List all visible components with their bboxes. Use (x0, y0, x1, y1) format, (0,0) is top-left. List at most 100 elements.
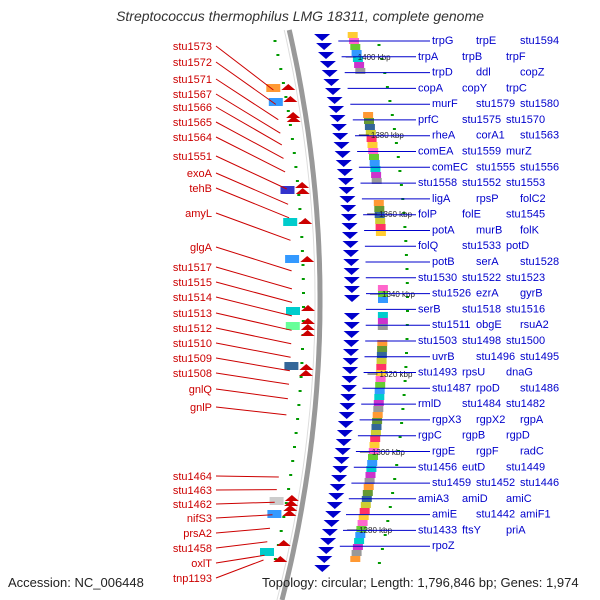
forward-gene-label: trpC (506, 82, 527, 94)
inner-tick-mark (291, 460, 295, 462)
feature-box (267, 510, 282, 518)
forward-gene-label: amiC (506, 493, 532, 505)
reverse-gene-label: gnlP (190, 402, 212, 414)
forward-gene-label: stu1533 (462, 240, 501, 252)
inner-tick-mark (299, 376, 303, 378)
reverse-gene-label: tehB (189, 183, 212, 195)
inner-tick-mark (273, 558, 277, 560)
reverse-leader-line (215, 475, 279, 478)
reverse-gene-label: stu1551 (173, 151, 212, 163)
inner-tick-mark (297, 404, 301, 406)
reverse-leader-line (215, 136, 286, 173)
reverse-gene-label: stu1572 (173, 57, 212, 69)
feature-color-block (370, 166, 381, 172)
reverse-gene-label: exoA (187, 168, 213, 180)
outer-tick-mark (392, 128, 396, 130)
outer-tick-mark (377, 562, 381, 564)
reverse-gene-label: gnlQ (189, 384, 213, 396)
feature-color-block (356, 526, 367, 532)
outer-tick-mark (402, 212, 406, 214)
reverse-gene-arrow (300, 330, 315, 336)
inner-tick-mark (302, 306, 305, 308)
reverse-gene-arrow (295, 188, 310, 194)
reverse-leader-line (215, 554, 265, 564)
forward-gene-arrow (343, 286, 360, 293)
forward-gene-label: folC2 (520, 193, 546, 205)
feature-box (268, 98, 283, 106)
feature-color-block (371, 172, 382, 178)
outer-tick-mark (393, 478, 397, 480)
feature-color-block (375, 218, 386, 224)
outer-tick-mark (385, 86, 389, 88)
feature-color-block (350, 556, 361, 562)
outer-tick-mark (395, 464, 399, 466)
feature-color-block (363, 112, 374, 118)
forward-gene-label: trpA (418, 51, 439, 63)
inner-tick-mark (293, 446, 296, 448)
reverse-gene-label: nifS3 (187, 513, 212, 525)
forward-gene-arrow (332, 466, 349, 473)
reverse-gene-label: tnp1193 (173, 573, 212, 585)
forward-gene-arrow (342, 241, 359, 248)
inner-tick-mark (276, 54, 280, 56)
outer-tick-mark (390, 114, 394, 116)
forward-gene-label: stu1498 (462, 335, 501, 347)
forward-gene-label: stu1442 (476, 509, 515, 521)
forward-gene-arrow (323, 79, 340, 86)
feature-color-block (370, 430, 381, 436)
outer-tick-mark (400, 422, 404, 424)
forward-gene-arrow (342, 232, 358, 239)
feature-box (285, 322, 300, 330)
outer-tick-mark (405, 338, 409, 340)
forward-gene-label: copA (418, 82, 444, 94)
map-title: Streptococcus thermophilus LMG 18311, co… (116, 8, 484, 24)
forward-gene-label: rgpB (462, 430, 485, 442)
feature-color-block (351, 50, 362, 56)
feature-color-block (375, 224, 386, 230)
forward-gene-label: stu1575 (462, 114, 501, 126)
reverse-gene-arrow (300, 256, 315, 262)
reverse-gene-label: stu1565 (173, 117, 212, 129)
forward-gene-arrow (333, 457, 350, 464)
kbp-position-label: 1400 kbp (358, 53, 391, 62)
forward-gene-label: rpoD (476, 382, 500, 394)
reverse-gene-arrow (286, 116, 301, 122)
forward-gene-label: stu1484 (462, 398, 501, 410)
inner-tick-mark (295, 180, 299, 182)
forward-gene-label: eutD (462, 461, 485, 473)
outer-tick-mark (406, 310, 409, 312)
inner-tick-mark (300, 236, 304, 238)
outer-tick-mark (383, 534, 387, 536)
forward-gene-label: stu1553 (506, 177, 545, 189)
forward-gene-label: gyrB (520, 288, 543, 300)
forward-gene-arrow (343, 349, 359, 356)
outer-tick-mark (406, 296, 409, 298)
forward-gene-arrow (336, 430, 353, 437)
reverse-leader-line (215, 406, 287, 416)
forward-gene-arrow (314, 565, 331, 572)
forward-gene-label: stu1495 (520, 351, 559, 363)
inner-tick-mark (292, 152, 296, 154)
feature-color-block (376, 358, 387, 364)
forward-gene-label: copZ (520, 67, 545, 79)
inner-tick-mark (273, 40, 277, 42)
forward-gene-label: stu1570 (506, 114, 545, 126)
forward-gene-label: stu1487 (432, 382, 471, 394)
reverse-leader-line (215, 514, 273, 519)
reverse-gene-arrow (281, 84, 296, 90)
forward-gene-label: stu1496 (476, 351, 515, 363)
forward-gene-label: stu1522 (462, 272, 501, 284)
forward-gene-arrow (328, 106, 345, 113)
forward-gene-label: ftsY (462, 524, 482, 536)
forward-gene-arrow (325, 511, 342, 518)
reverse-leader-line (215, 246, 292, 272)
forward-gene-arrow (321, 70, 338, 77)
forward-gene-arrow (342, 358, 359, 365)
forward-gene-arrow (341, 223, 358, 230)
reverse-leader-line (215, 357, 290, 372)
forward-gene-arrow (335, 160, 352, 167)
inner-tick-mark (298, 208, 302, 210)
feature-color-block (375, 382, 386, 388)
forward-gene-label: stu1545 (506, 209, 545, 221)
